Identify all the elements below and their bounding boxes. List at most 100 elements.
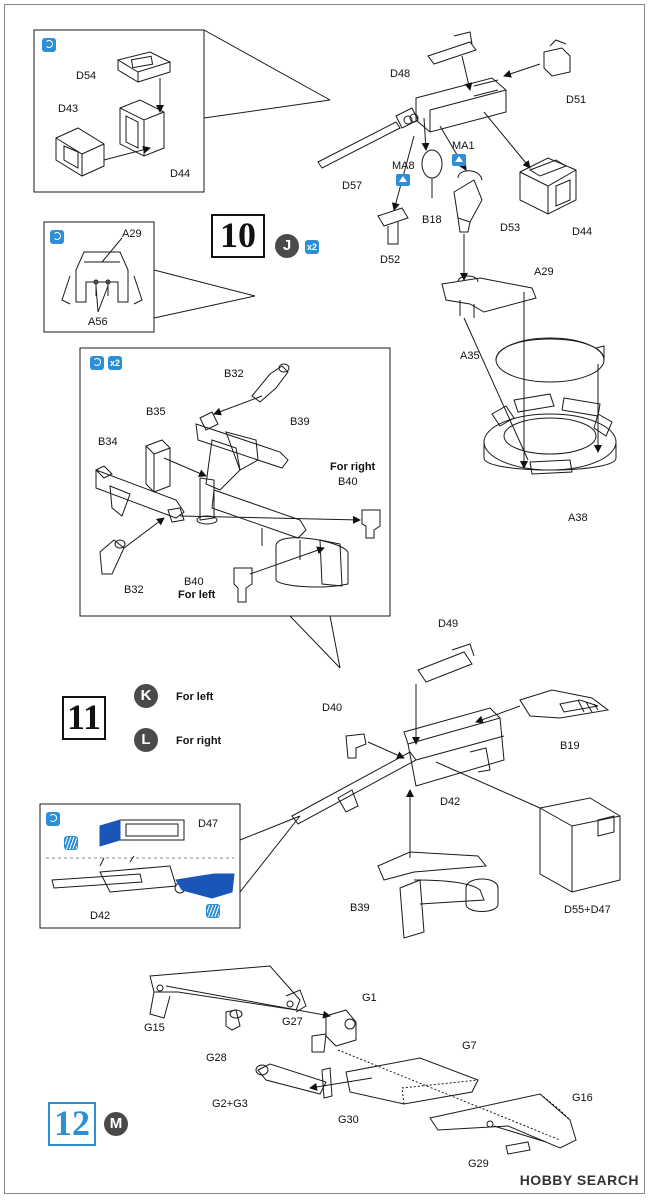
inset-c-frame [79, 347, 391, 617]
part-b34-drawing [95, 465, 185, 523]
label-d42-inset: D42 [90, 910, 111, 922]
part-d49-drawing [417, 643, 475, 683]
step-number-11: 11 [62, 696, 106, 740]
label-b39-inset: B39 [290, 416, 310, 428]
option-ma1-icon [452, 154, 466, 166]
label-g1: G1 [362, 992, 377, 1004]
part-d54-drawing [116, 51, 172, 83]
part-d44-inset-drawing [119, 99, 165, 157]
label-g28: G28 [206, 1052, 227, 1064]
label-a35: A35 [460, 350, 480, 362]
part-d55-d47-box-drawing [539, 797, 621, 893]
label-d53: D53 [500, 222, 521, 234]
part-d44-ammo-drawing [519, 157, 577, 215]
label-g30: G30 [338, 1114, 359, 1126]
step-12-badge: M [104, 1112, 128, 1136]
step-11-badge-k: K [134, 684, 158, 708]
part-d40-drawing [345, 733, 367, 759]
step-11-label-l: For right [176, 735, 222, 747]
inset-c-multiplier: x2 [108, 356, 122, 370]
label-g27: G27 [282, 1016, 303, 1028]
label-a29: A29 [534, 266, 554, 278]
label-b32-bottom: B32 [124, 584, 144, 596]
label-g7: G7 [462, 1040, 477, 1052]
label-for-left: For left [178, 589, 216, 601]
part-b40-right-drawing [361, 509, 381, 539]
part-d57-barrel-drawing [317, 107, 419, 169]
part-a29-drawing [441, 275, 537, 318]
part-g1-drawing [311, 1009, 357, 1053]
paint-icon [64, 836, 78, 850]
part-b18-mount-drawing [421, 149, 483, 233]
inset-d-frame [39, 803, 241, 929]
gun-receiver-drawing [415, 77, 507, 133]
part-b39-inset-drawing [195, 411, 349, 588]
part-g2-g3-drawing [255, 1063, 327, 1095]
label-g16: G16 [572, 1092, 593, 1104]
part-d52-drawing [377, 207, 409, 245]
label-a38: A38 [568, 512, 588, 524]
label-g29: G29 [468, 1158, 489, 1170]
label-d52: D52 [380, 254, 401, 266]
paint-icon [206, 904, 220, 918]
label-b32-top: B32 [224, 368, 244, 380]
glue-icon [46, 812, 60, 826]
inset-a-frame [33, 29, 205, 193]
page-frame [4, 4, 645, 1194]
part-b32-bottom-drawing [99, 539, 126, 575]
part-d42-gun-drawing [291, 707, 505, 825]
option-ma8-icon [396, 174, 410, 186]
glue-icon [90, 356, 104, 370]
label-d40: D40 [322, 702, 343, 714]
step-number-12: 12 [48, 1102, 96, 1146]
part-b40-left-drawing [233, 567, 253, 603]
part-g28-drawing [225, 1009, 243, 1031]
label-d44: D44 [572, 226, 593, 238]
step-number-10: 10 [211, 214, 265, 258]
part-b39-drawing [377, 851, 499, 939]
label-d43: D43 [58, 103, 79, 115]
label-d57: D57 [342, 180, 363, 192]
label-d44-inset: D44 [170, 168, 191, 180]
label-ma1: MA1 [452, 140, 475, 152]
inset-b-frame [43, 221, 155, 333]
part-b35-drawing [145, 439, 171, 493]
label-b19: B19 [560, 740, 580, 752]
glue-icon [50, 230, 64, 244]
label-a29-inset: A29 [122, 228, 142, 240]
part-d47-inset-drawing [99, 819, 185, 847]
step-11-badge-l: L [134, 728, 158, 752]
part-d42-inset-drawing [51, 855, 235, 899]
part-b19-drawing [519, 689, 610, 719]
step-10-badge: J [275, 234, 299, 258]
label-d49: D49 [438, 618, 459, 630]
step-11-label-k: For left [176, 691, 214, 703]
label-d47-inset: D47 [198, 818, 219, 830]
label-b35: B35 [146, 406, 166, 418]
label-b34: B34 [98, 436, 118, 448]
part-a35-dome-drawing [495, 337, 605, 383]
label-b39: B39 [350, 902, 370, 914]
part-g7-drawing [345, 1057, 479, 1105]
label-d54: D54 [76, 70, 97, 82]
label-d48: D48 [390, 68, 411, 80]
watermark: HOBBY SEARCH [519, 1172, 639, 1188]
label-d51: D51 [566, 94, 587, 106]
label-b40-right: B40 [338, 476, 358, 488]
part-d43-drawing [55, 127, 105, 177]
step-10-multiplier: x2 [305, 240, 319, 254]
label-b18: B18 [422, 214, 442, 226]
part-g15-frame-drawing [149, 965, 307, 1019]
part-g29-drawing [505, 1141, 531, 1155]
part-d48-drawing [427, 31, 477, 65]
part-g30-drawing [321, 1067, 333, 1099]
glue-icon [42, 38, 56, 52]
label-ma8: MA8 [392, 160, 415, 172]
part-b32-top-drawing [251, 363, 290, 403]
part-a29-inset-drawing [61, 251, 143, 305]
part-d51-drawing [543, 39, 571, 77]
label-b40-left: B40 [184, 576, 204, 588]
label-g2-g3: G2+G3 [212, 1098, 248, 1110]
